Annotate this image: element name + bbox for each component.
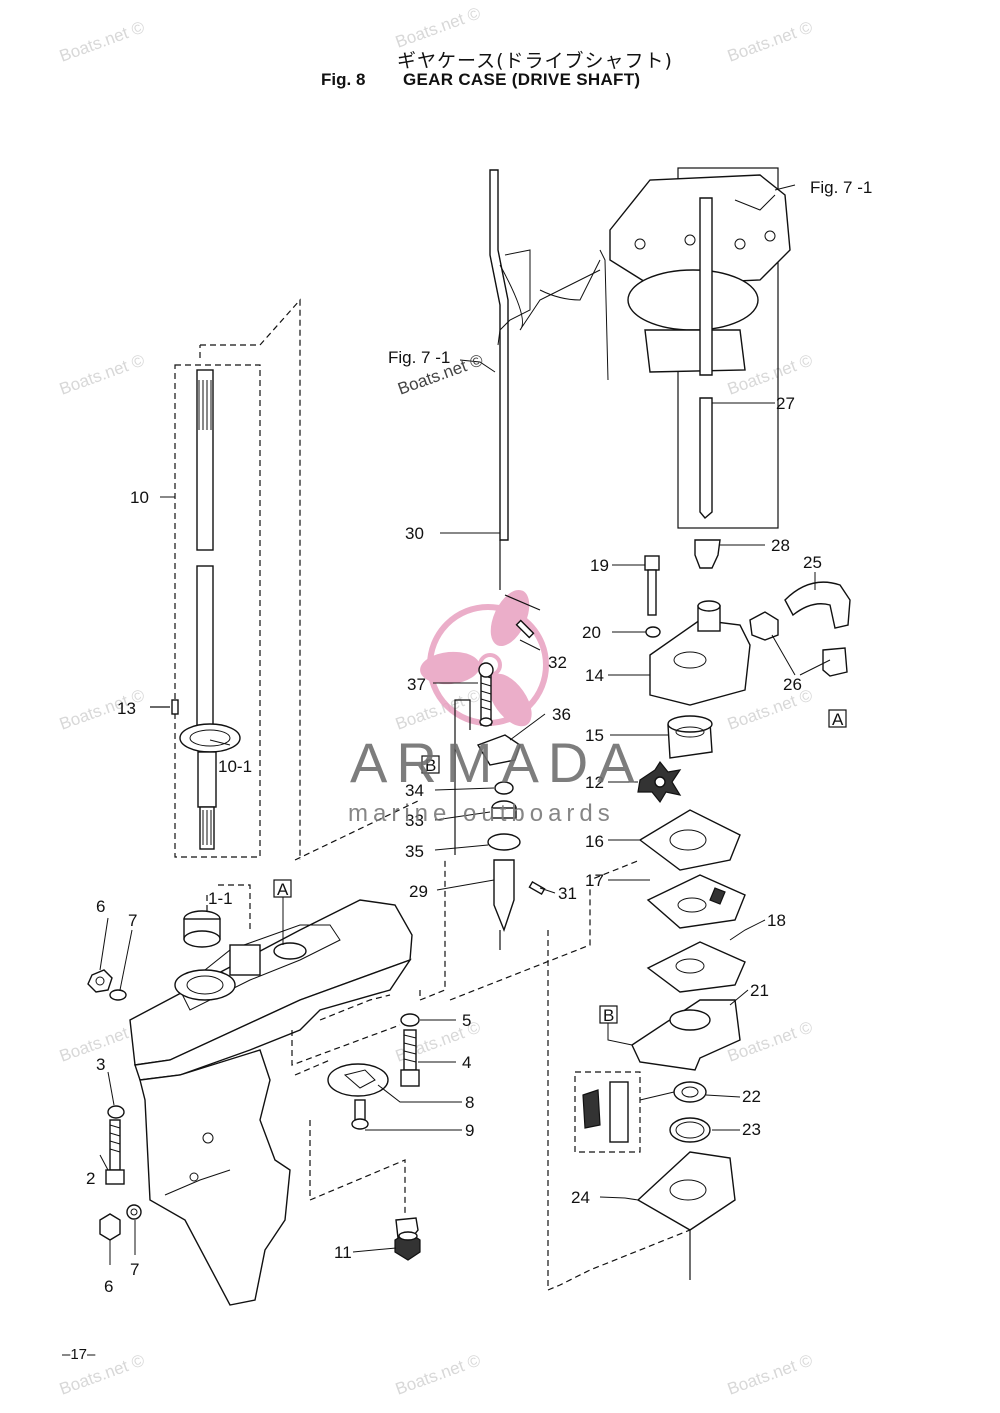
callout-26: 26	[783, 675, 802, 694]
figure-reference: Fig. 7 -1	[388, 348, 450, 367]
callout-7: 7	[130, 1260, 139, 1279]
figure-number: Fig. 8	[321, 70, 366, 89]
callout-4: 4	[462, 1053, 471, 1072]
callout-10: 10	[130, 488, 149, 507]
callout-8: 8	[465, 1093, 474, 1112]
bushing-part	[183, 884, 251, 948]
callout-33: 33	[405, 811, 424, 830]
callout-16: 16	[585, 832, 604, 851]
watermark-text: Boats.net ©	[57, 350, 148, 398]
gear-case-housing	[129, 899, 413, 1306]
callout-14: 14	[585, 666, 604, 685]
water-pump-group	[574, 167, 851, 1280]
brand-logo-text: ARMADA	[350, 731, 644, 794]
watermark-text: Boats.net ©	[725, 17, 816, 65]
callout-31: 31	[558, 884, 577, 903]
callout-37: 37	[407, 675, 426, 694]
callout-17: 17	[585, 871, 604, 890]
brand-tagline: marine outboards	[348, 800, 615, 827]
callout-13: 13	[117, 699, 136, 718]
callout-32: 32	[548, 653, 567, 672]
callout-labels: 10 13 10-1 1-1 6 7 3 2 6 7 5 4 8 9 11 30…	[86, 178, 872, 1296]
callout-21: 21	[750, 981, 769, 1000]
callout-22: 22	[742, 1087, 761, 1106]
title-english: GEAR CASE (DRIVE SHAFT)	[403, 70, 641, 89]
shift-rod-group	[454, 169, 609, 950]
page-number: –17–	[62, 1346, 96, 1363]
callout-11: 11	[334, 1243, 352, 1262]
callout-2: 2	[86, 1169, 95, 1188]
watermark-text: Boats.net ©	[393, 1350, 484, 1398]
figure-reference: Fig. 7 -1	[810, 178, 872, 197]
watermark-text: Boats.net ©	[393, 3, 484, 51]
callout-30: 30	[405, 524, 424, 543]
watermark-text: Boats.net ©	[725, 1350, 816, 1398]
callout-5: 5	[462, 1011, 471, 1030]
callout-35: 35	[405, 842, 424, 861]
callout-36: 36	[552, 705, 571, 724]
callout-23: 23	[742, 1120, 761, 1139]
leader-lines	[99, 184, 831, 1265]
callout-1-1: 1-1	[208, 889, 233, 908]
ref-box-a: A	[277, 880, 289, 899]
callout-27: 27	[776, 394, 795, 413]
callout-7: 7	[128, 911, 137, 930]
fasteners-left	[87, 969, 142, 1241]
callout-6: 6	[104, 1277, 113, 1296]
callout-28: 28	[771, 536, 790, 555]
callout-18: 18	[767, 911, 786, 930]
callout-6: 6	[96, 897, 105, 916]
callout-24: 24	[571, 1188, 590, 1207]
ref-box-b: B	[603, 1006, 614, 1025]
callout-12: 12	[585, 773, 604, 792]
callout-15: 15	[585, 726, 604, 745]
callout-20: 20	[582, 623, 601, 642]
pinion-gear	[394, 1231, 421, 1261]
ref-box-b: B	[425, 756, 436, 775]
title-japanese: ギヤケース(ドライブシャフト)	[397, 50, 673, 72]
watermark-text: Boats.net ©	[57, 17, 148, 65]
callout-3: 3	[96, 1055, 105, 1074]
ref-box-a: A	[832, 710, 844, 729]
callout-10-1: 10-1	[218, 757, 252, 776]
callout-34: 34	[405, 781, 424, 800]
callout-29: 29	[409, 882, 428, 901]
callout-9: 9	[465, 1121, 474, 1140]
callout-25: 25	[803, 553, 822, 572]
box-labels: A A B B	[273, 709, 847, 1046]
callout-19: 19	[590, 556, 609, 575]
drive-shaft-group	[150, 364, 261, 858]
fasteners-center	[327, 1013, 420, 1241]
